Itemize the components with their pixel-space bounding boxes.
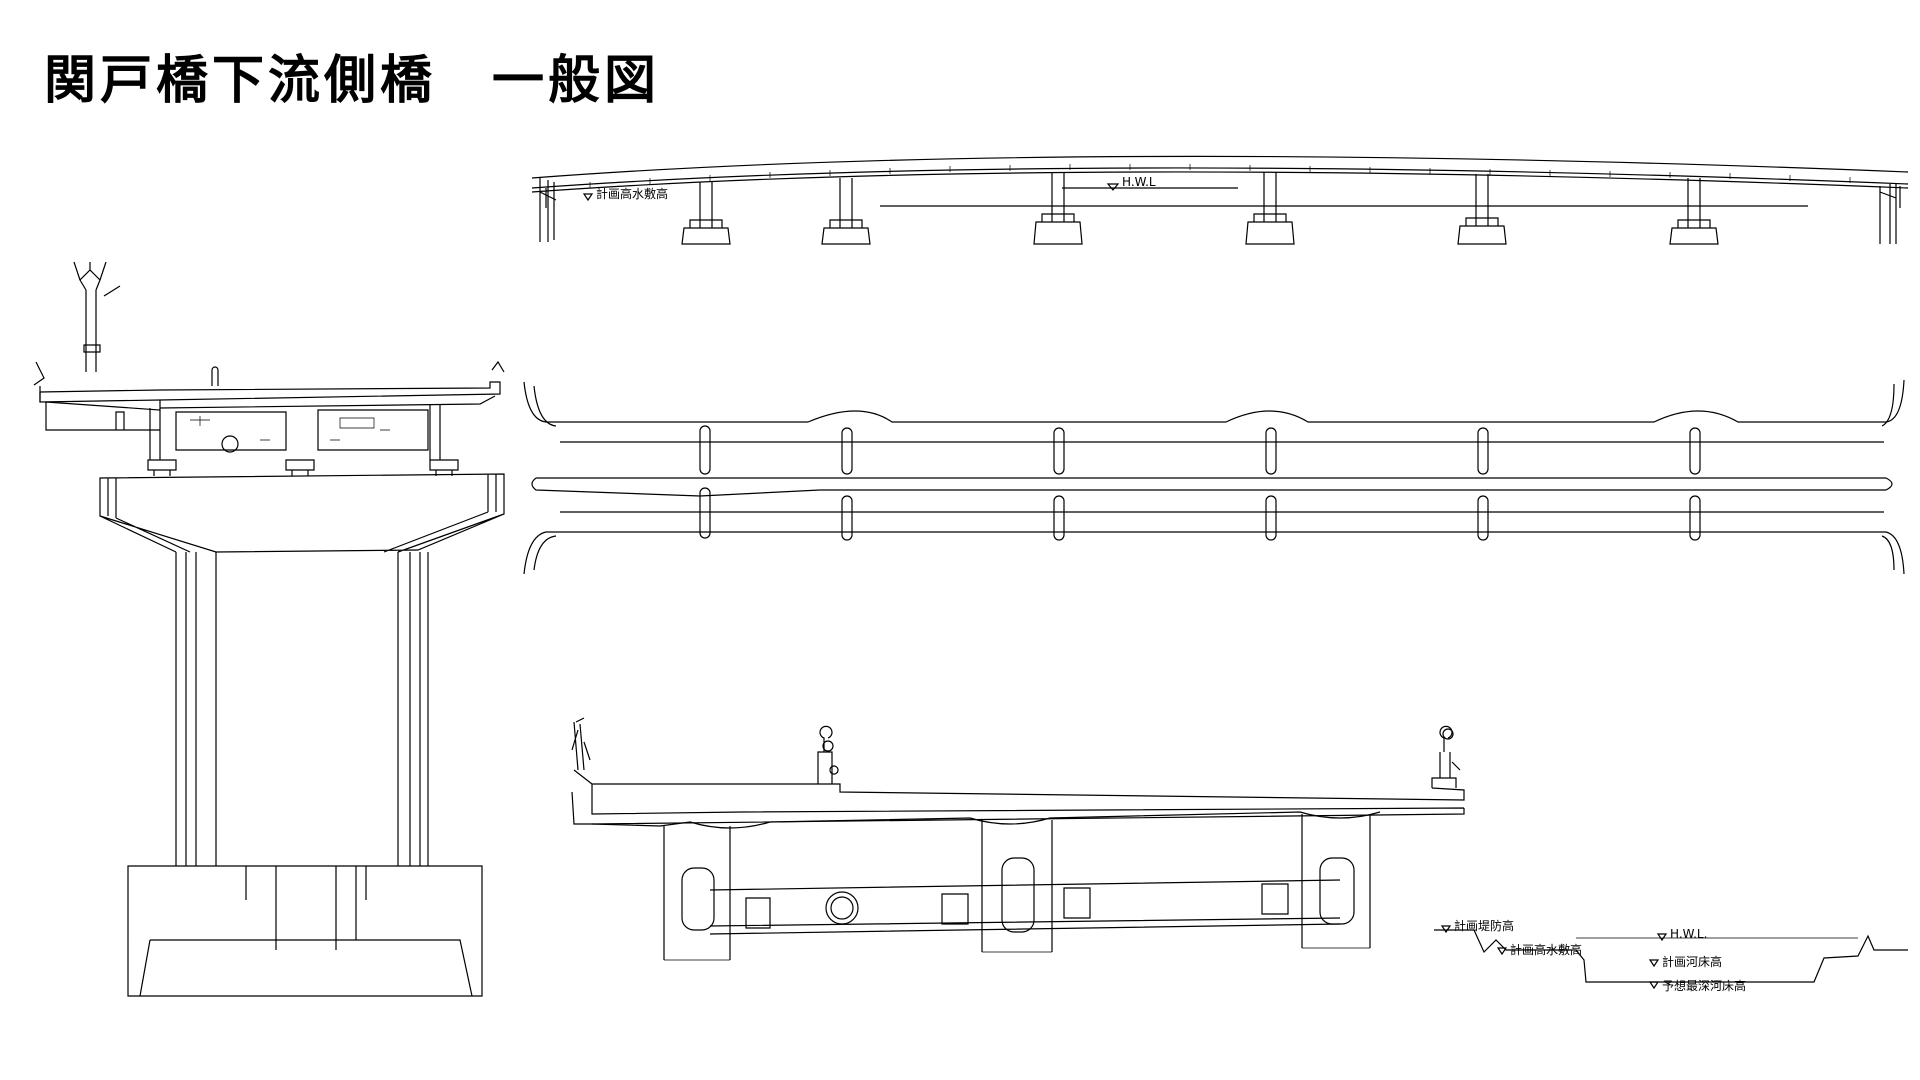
cross-section <box>572 718 1464 960</box>
hwl-section-marker-icon <box>1658 934 1666 940</box>
section-levee-label: 計画堤防高 <box>1454 918 1514 933</box>
elevation-floodplain-label: 計画高水敷高 <box>596 186 668 201</box>
section-floodplain-label: 計画高水敷高 <box>1510 942 1582 957</box>
lamp-pole <box>74 262 120 372</box>
page-title: 関戸橋下流側橋 一般図 <box>44 51 661 111</box>
elevation-pier-2 <box>822 178 870 244</box>
river-profile <box>1434 930 1908 982</box>
pier-cap-beam <box>100 474 504 552</box>
section-lamp-post-right <box>1440 726 1460 778</box>
plan-view <box>524 380 1904 574</box>
section-pipe <box>826 892 858 924</box>
floodplain-section-marker-icon <box>1498 948 1506 954</box>
elevation-deck <box>532 156 1908 208</box>
pier-deck-slab <box>34 362 500 402</box>
deepest-riverbed-marker-icon <box>1650 982 1658 988</box>
elevation-pier-4 <box>1246 172 1294 244</box>
floodplain-marker-icon <box>584 194 592 200</box>
side-elevation: H.W.L 計画高水敷高 <box>532 156 1908 244</box>
river-section: 計画堤防高 計画高水敷高 H.W.L. 計画河床高 予想最深河床高 <box>1434 918 1908 993</box>
section-railing-left <box>572 718 592 784</box>
plan-median <box>532 478 1892 496</box>
elevation-hwl-label: H.W.L <box>1122 175 1156 189</box>
pier-footing <box>128 866 482 996</box>
section-hwl-label: H.W.L. <box>1670 927 1707 941</box>
elevation-pier-5 <box>1458 174 1506 244</box>
elevation-abutment-right <box>1880 184 1896 244</box>
section-cross-beam <box>710 880 1340 934</box>
section-deck <box>572 778 1464 824</box>
section-deck-underside <box>592 812 1380 828</box>
pier-side-view <box>34 262 504 996</box>
section-girder-1 <box>664 826 730 960</box>
plan-outer-edge-top <box>524 380 1904 422</box>
levee-marker-icon <box>1442 926 1450 932</box>
hwl-marker-icon <box>1108 184 1118 190</box>
pier-column <box>176 552 428 950</box>
plan-outer-edge-bottom <box>524 532 1904 574</box>
elevation-pier-1 <box>682 181 730 244</box>
section-lamp-post-left <box>818 726 838 784</box>
pier-bearings <box>148 460 458 476</box>
section-riverbed-label: 計画河床高 <box>1662 954 1722 969</box>
elevation-pier-6 <box>1670 178 1718 244</box>
section-deepest-riverbed-label: 予想最深河床高 <box>1662 978 1746 993</box>
elevation-pier-3 <box>1034 172 1082 244</box>
pier-girder-zone <box>46 402 440 460</box>
riverbed-marker-icon <box>1650 960 1658 966</box>
plan-pier-slots <box>700 426 1700 540</box>
elevation-abutment-left <box>540 178 556 242</box>
